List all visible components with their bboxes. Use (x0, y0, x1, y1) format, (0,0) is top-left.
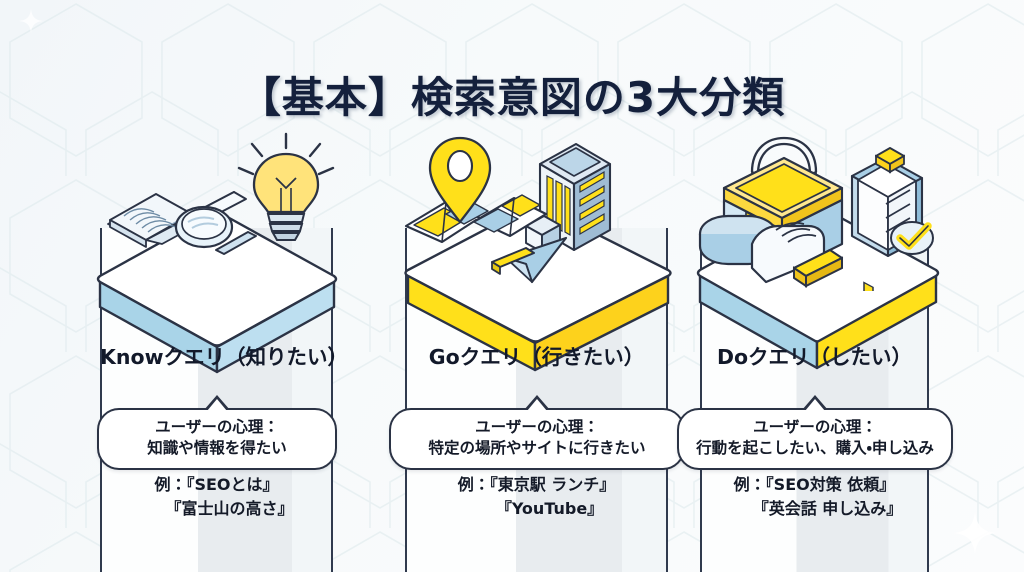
office-building-icon (525, 142, 612, 253)
pointing-hand-icon (750, 222, 844, 288)
title-container: 【基本】検索意図の3大分類 (0, 36, 1024, 153)
examples-do: 例：『SEO対策 依頼』 『英会話 申し込み』 (700, 473, 929, 521)
scene-know (107, 132, 335, 255)
bubble-line-1: ユーザーの心理： (155, 418, 279, 436)
example-line-2: 『富士山の高さ』 (165, 499, 294, 518)
example-line-2: 『英会話 申し込み』 (752, 499, 903, 518)
scene-go (404, 136, 612, 284)
psychology-bubble-do: ユーザーの心理： 行動を起こしたい、購入・申し込み (677, 395, 953, 470)
bubble-tail-inner (527, 399, 547, 411)
bubble-line-2: 行動を起こしたい、購入・申し込み (696, 438, 934, 457)
page-title: 【基本】検索意図の3大分類 (238, 73, 786, 123)
clipboard-checklist-icon (850, 147, 934, 291)
scene-do (698, 136, 934, 291)
column-label-go: Goクエリ（行きたい） (428, 345, 645, 369)
psychology-bubble-go: ユーザーの心理： 特定の場所やサイトに行きたい (389, 395, 685, 470)
bubble-line-2: 知識や情報を得たい (147, 438, 287, 457)
bubble-line-1: ユーザーの心理： (753, 418, 877, 436)
bubble-tail-inner (207, 399, 227, 411)
example-line-2: 『YouTube』 (495, 499, 604, 518)
bubble-line-1: ユーザーの心理： (475, 418, 599, 436)
column-label-do: Doクエリ（したい） (716, 345, 913, 369)
column-label-know: Knowクエリ（知りたい） (100, 345, 349, 369)
bubble-line-2: 特定の場所やサイトに行きたい (428, 438, 646, 457)
paper-plane-cursor-icon (491, 236, 568, 284)
examples-go: 例：『東京駅 ランチ』 『YouTube』 (405, 473, 668, 521)
example-line-1: 例：『東京駅 ランチ』 (457, 475, 616, 494)
bubble-tail-inner (805, 399, 825, 411)
examples-know: 例：『SEOとは』 『富士山の高さ』 (100, 473, 333, 521)
example-line-1: 例：『SEO対策 依頼』 (733, 475, 896, 494)
map-pin-icon (428, 136, 492, 224)
psychology-bubble-know: ユーザーの心理： 知識や情報を得たい (97, 395, 337, 470)
magnifying-glass-icon (174, 205, 257, 255)
example-line-1: 例：『SEOとは』 (154, 475, 279, 494)
lightbulb-icon (237, 132, 335, 241)
check-mark-icon (890, 221, 934, 255)
